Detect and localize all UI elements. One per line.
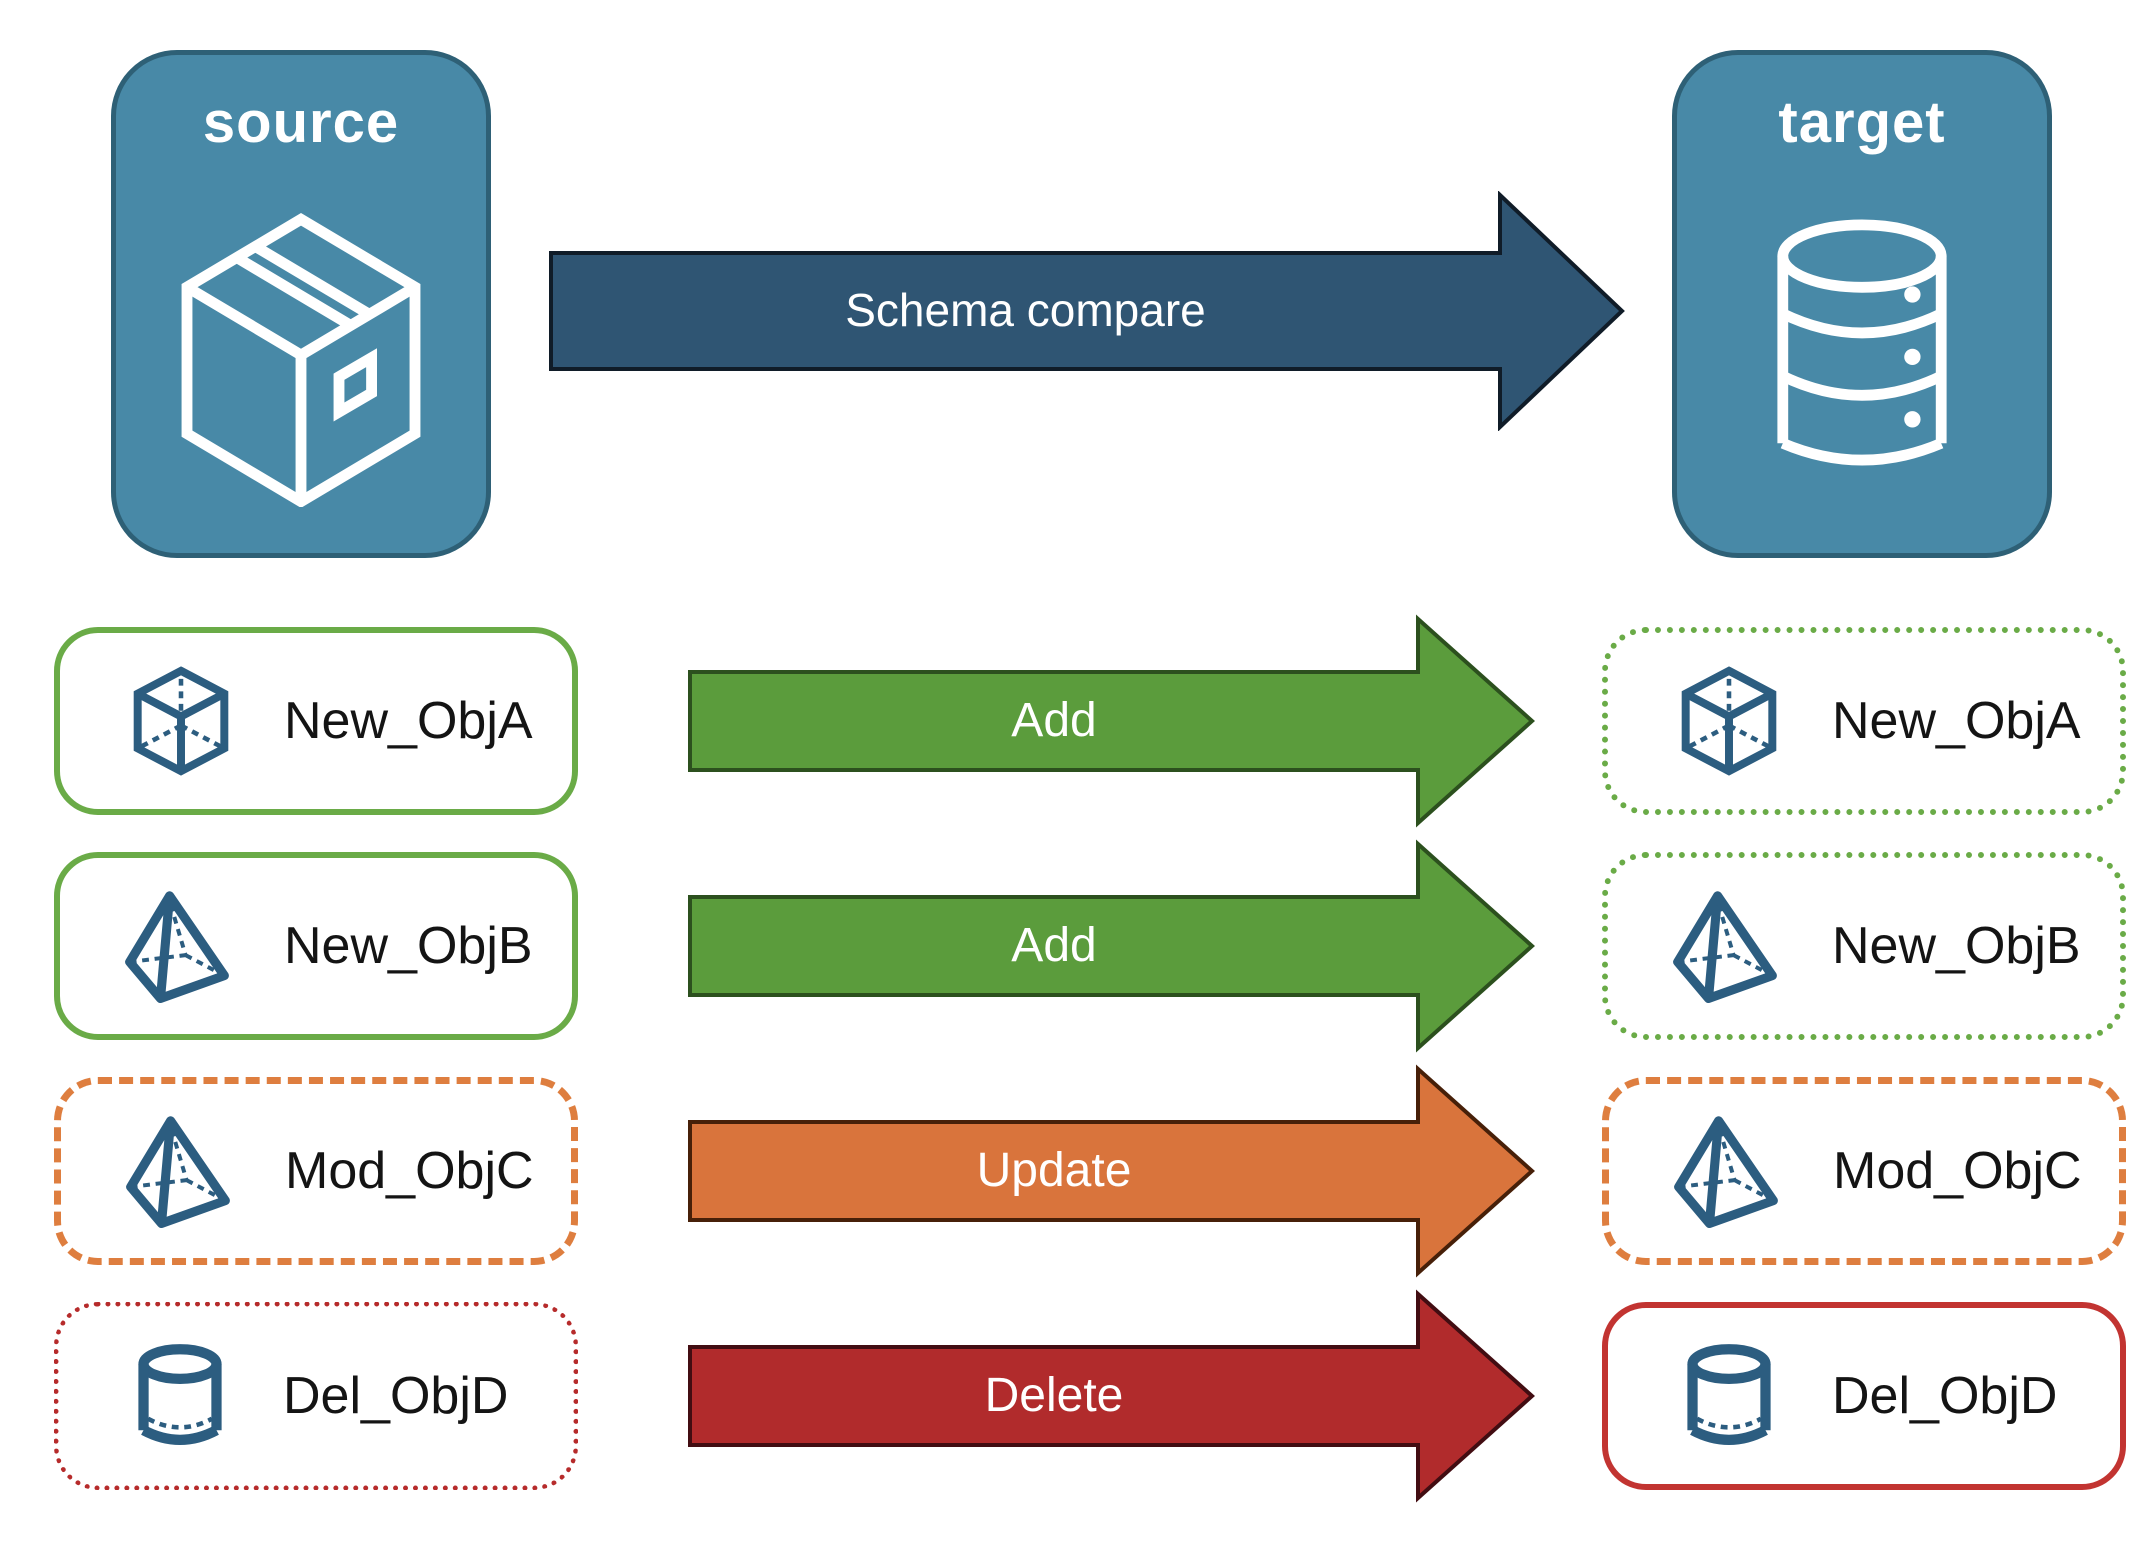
object-name: Mod_ObjC xyxy=(285,1142,534,1200)
target-icon-wrap xyxy=(1677,156,2047,553)
object-name: Del_ObjD xyxy=(1832,1367,2058,1425)
pyramid-icon xyxy=(1673,1114,1787,1228)
pyramid-icon xyxy=(1672,889,1786,1003)
target-object-box-del-objd: Del_ObjD xyxy=(1602,1302,2126,1490)
schema-compare-arrow-shape xyxy=(549,191,1625,431)
source-object-box-new-objb: New_ObjB xyxy=(54,852,578,1040)
cube-icon xyxy=(124,664,238,778)
add-arrow-shape xyxy=(688,839,1535,1053)
source-object-box-del-objd: Del_ObjD xyxy=(54,1302,578,1490)
object-name: New_ObjA xyxy=(284,692,533,750)
source-icon-wrap xyxy=(116,156,486,553)
update-arrow-shape xyxy=(688,1064,1535,1278)
target-object-box-new-objb: New_ObjB xyxy=(1602,852,2126,1040)
update-arrow xyxy=(688,1064,1535,1278)
object-name: Mod_ObjC xyxy=(1833,1142,2082,1200)
add-arrow xyxy=(688,614,1535,828)
pyramid-icon xyxy=(124,889,238,1003)
add-arrow-shape xyxy=(688,614,1535,828)
cylinder-icon xyxy=(123,1339,237,1453)
package-box-icon xyxy=(163,203,439,507)
source-node: source xyxy=(111,50,491,558)
object-name: New_ObjA xyxy=(1832,692,2081,750)
target-object-box-mod-objc: Mod_ObjC xyxy=(1602,1077,2126,1265)
target-node-label: target xyxy=(1778,90,1946,155)
source-object-box-mod-objc: Mod_ObjC xyxy=(54,1077,578,1265)
add-arrow-label: Add xyxy=(1011,919,1097,972)
delete-arrow xyxy=(688,1289,1535,1503)
object-name: New_ObjB xyxy=(1832,917,2081,975)
pyramid-icon xyxy=(125,1114,239,1228)
source-node-label: source xyxy=(202,90,400,155)
add-arrow-label: Add xyxy=(1011,694,1097,747)
object-name: New_ObjB xyxy=(284,917,533,975)
cube-icon xyxy=(1672,664,1786,778)
database-icon xyxy=(1742,208,1982,501)
target-object-box-new-obja: New_ObjA xyxy=(1602,627,2126,815)
delete-arrow-shape xyxy=(688,1289,1535,1503)
add-arrow xyxy=(688,839,1535,1053)
update-arrow-label: Update xyxy=(976,1144,1132,1197)
target-node: target xyxy=(1672,50,2052,558)
source-object-box-new-obja: New_ObjA xyxy=(54,627,578,815)
delete-arrow-label: Delete xyxy=(984,1369,1124,1422)
cylinder-icon xyxy=(1672,1339,1786,1453)
schema-compare-label: Schema compare xyxy=(845,284,1206,336)
schema-compare-arrow xyxy=(549,191,1625,431)
object-name: Del_ObjD xyxy=(283,1367,509,1425)
